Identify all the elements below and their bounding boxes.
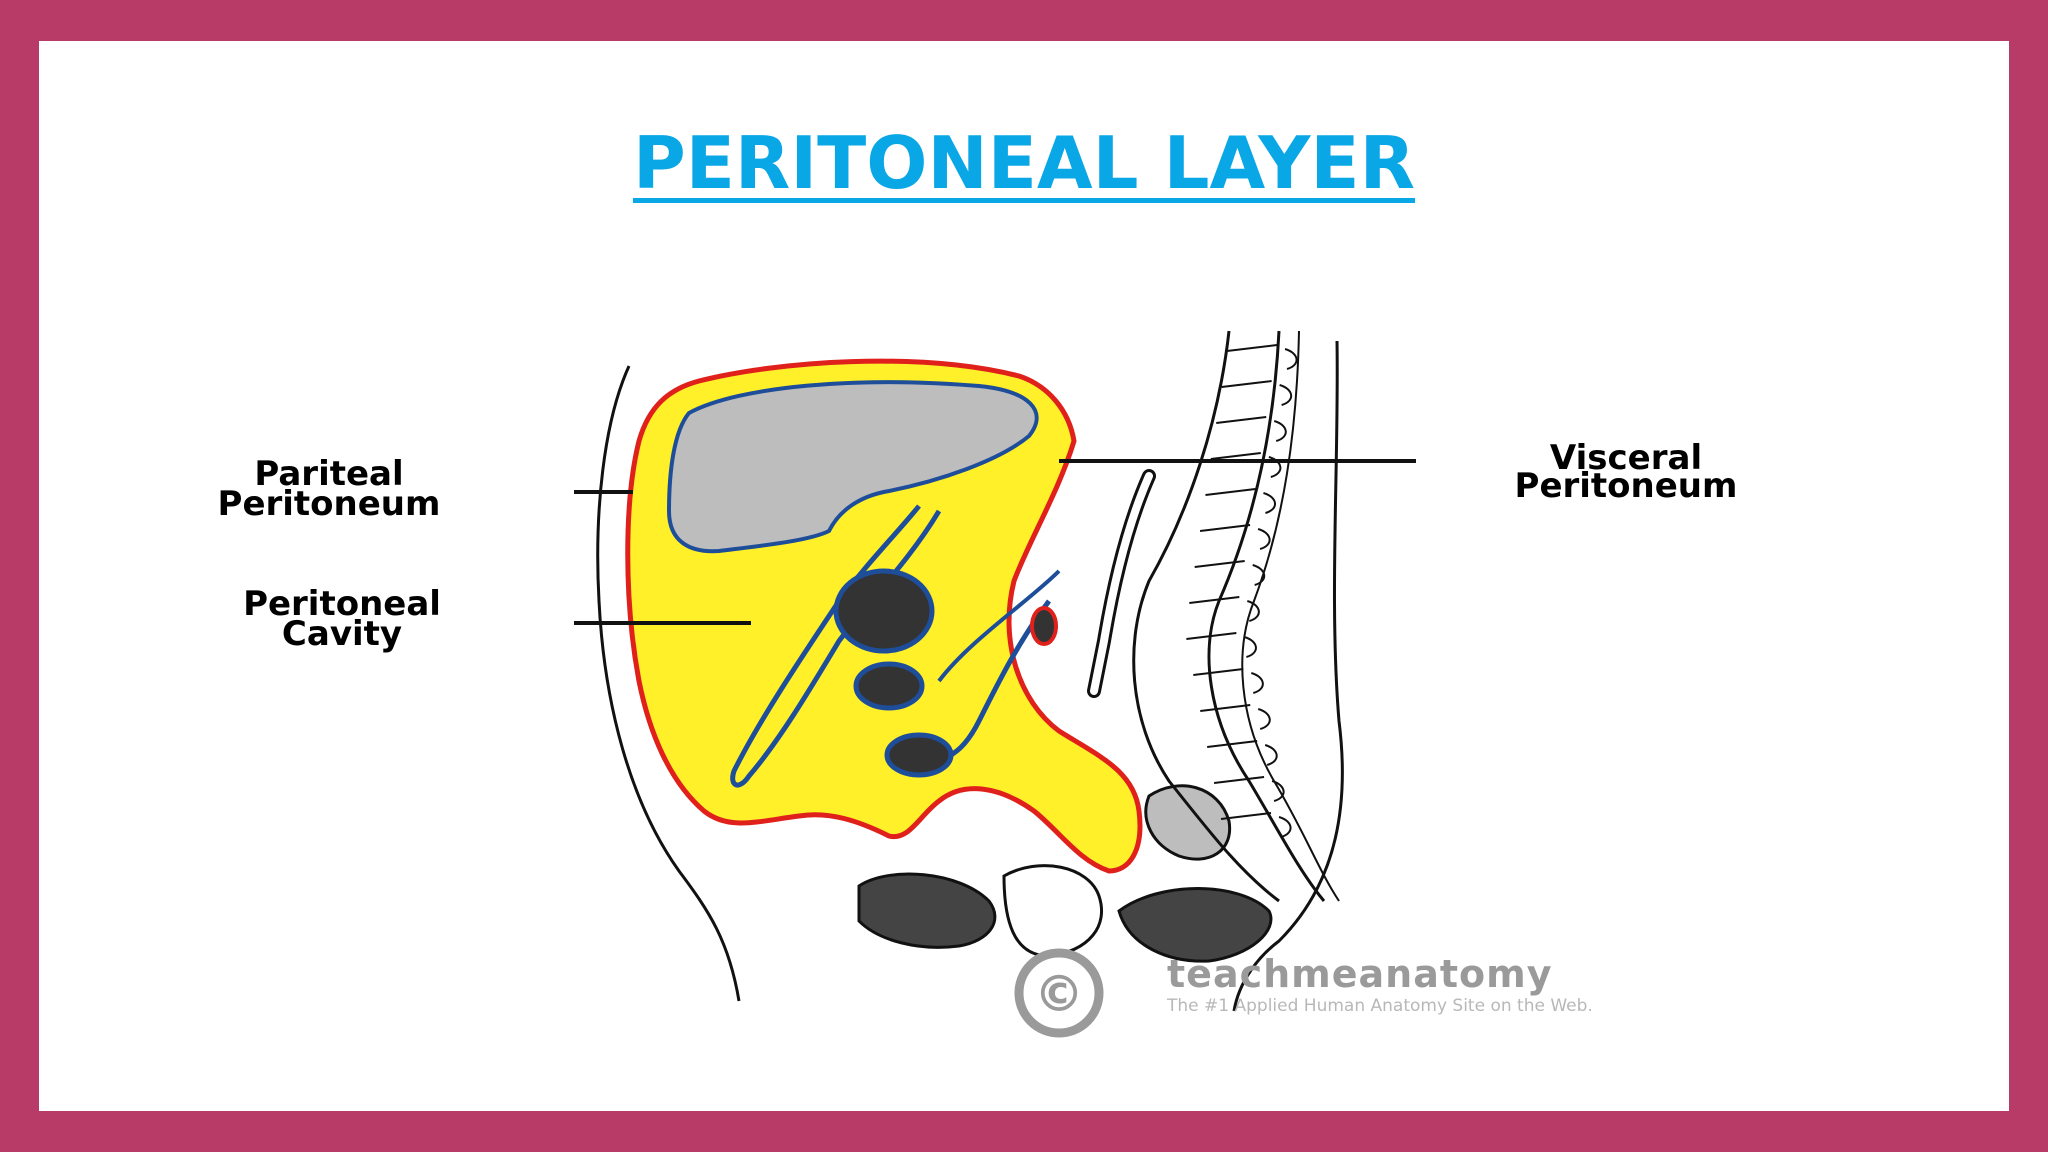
- vertebra-mark: [1186, 632, 1257, 658]
- spine-front-edge: [1132, 330, 1280, 903]
- vertebra-mark: [1213, 776, 1285, 802]
- copyright-symbol: ©: [1034, 965, 1084, 1023]
- peritoneal-cavity-label-line1: Peritoneal: [243, 584, 441, 624]
- transverse-colon-organ: [853, 661, 925, 711]
- aorta-vessel-inner: [1090, 472, 1153, 695]
- mesentery-loop-3: [937, 569, 1061, 683]
- vertebra-mark: [1199, 524, 1271, 550]
- slide: PERITONEAL LAYER: [39, 41, 2009, 1111]
- vertebra-mark: [1216, 416, 1287, 442]
- vertebra-mark: [1194, 560, 1266, 586]
- visceral-peritoneum-label-line2: Peritoneum: [1515, 466, 1738, 506]
- rectum-organ: [1117, 887, 1273, 963]
- sigmoid-organ: [1144, 784, 1232, 861]
- body-outline-back: [1232, 340, 1344, 1012]
- liver-organ: [666, 380, 1039, 554]
- pariteal-peritoneum-label-line2: Peritoneum: [218, 484, 441, 524]
- visceral-peritoneum-label-line1: Visceral: [1550, 438, 1702, 478]
- body-outline-front: [596, 365, 741, 1002]
- watermark-brand: teachmeanatomy: [1167, 952, 1553, 996]
- slide-title: PERITONEAL LAYER: [632, 121, 1416, 205]
- vertebrae: [1186, 344, 1298, 838]
- peritoneal-cavity-label-line2: Cavity: [282, 614, 402, 654]
- bladder-organ: [857, 872, 997, 949]
- vertebra-mark: [1226, 344, 1298, 370]
- vertebra-mark: [1193, 668, 1264, 694]
- copyright-logo: [1014, 948, 1104, 1038]
- spine-back-edge: [1207, 330, 1326, 902]
- pariteal-peritoneum-label-line1: Pariteal: [254, 454, 403, 494]
- vertebra-mark: [1189, 596, 1260, 622]
- vertebra-mark: [1207, 740, 1278, 766]
- uterus-organ: [1002, 864, 1104, 958]
- vertebra-mark: [1205, 488, 1276, 514]
- vertebra-mark: [1210, 452, 1282, 478]
- vertebra-mark: [1221, 380, 1293, 406]
- small-intestine-organ: [884, 732, 954, 778]
- vertebra-mark: [1200, 704, 1271, 730]
- spinal-cord: [1241, 330, 1340, 902]
- stomach-organ: [833, 568, 935, 654]
- peritoneum-diagram: Pariteal Peritoneum Peritoneal Cavity Vi…: [218, 330, 1738, 1038]
- mesentery-loop-2: [947, 599, 1052, 759]
- vertebra-mark: [1220, 812, 1292, 838]
- pancreas-organ: [1030, 606, 1058, 646]
- watermark-tagline: The #1 Applied Human Anatomy Site on the…: [1166, 996, 1593, 1016]
